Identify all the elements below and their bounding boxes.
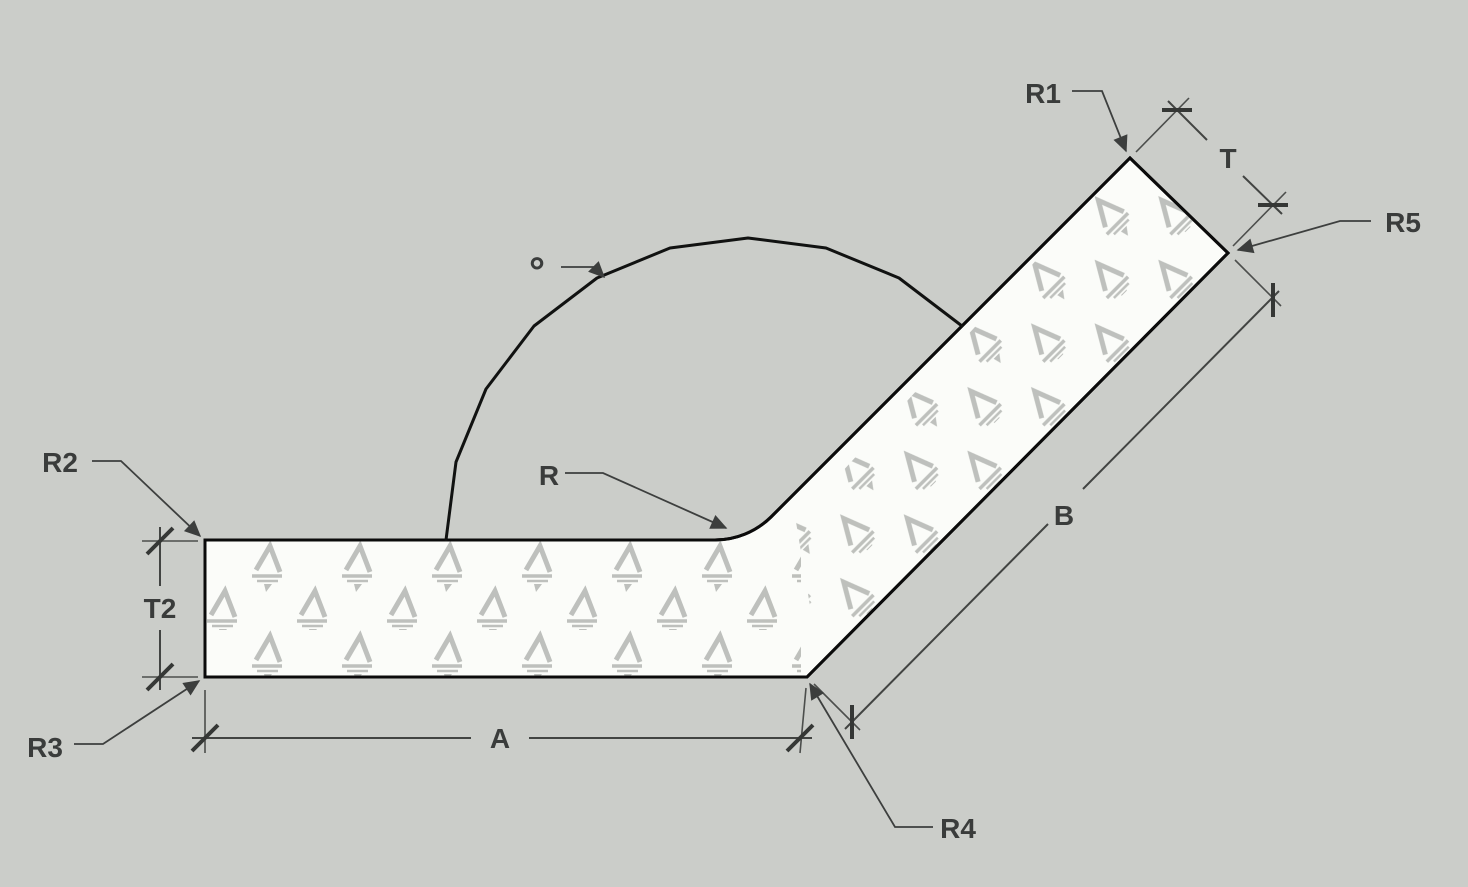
profile-outline	[203, 155, 1231, 679]
label-degree: °	[529, 250, 545, 294]
leader-r1	[1072, 90, 1128, 153]
dimension-T2: T2	[142, 526, 198, 692]
dim-b-line-top	[1082, 290, 1280, 490]
leader-degree	[561, 261, 606, 279]
dim-b-label: B	[1054, 500, 1074, 531]
dim-t2-tick-top	[145, 526, 175, 556]
angle-arc	[444, 236, 964, 542]
label-r4: R4	[940, 813, 976, 844]
leader-r2	[92, 460, 202, 538]
dim-t2-tick-bottom	[145, 662, 175, 692]
dimension-A: A	[190, 687, 815, 754]
label-r2: R2	[42, 447, 78, 478]
dim-t2-label: T2	[144, 593, 177, 624]
watermark-pattern	[205, 158, 1228, 677]
dim-a-tick-right	[785, 723, 815, 753]
label-r3: R3	[27, 732, 63, 763]
dim-a-label: A	[490, 723, 510, 754]
dim-t-label: T	[1219, 143, 1236, 174]
dim-t-line-top	[1167, 100, 1208, 141]
leader-r5	[1236, 220, 1371, 254]
leader-r3	[74, 680, 201, 745]
dimension-T: T	[1135, 97, 1288, 247]
leader-r4	[809, 682, 933, 828]
label-r1: R1	[1025, 78, 1061, 109]
dimension-B: B	[813, 259, 1282, 739]
label-r: R	[539, 460, 559, 491]
dim-t-extension-left	[1135, 97, 1190, 153]
leader-r	[565, 472, 728, 529]
dim-a-extension-right	[799, 687, 807, 754]
label-r5: R5	[1385, 207, 1421, 238]
leaders: R1 R5 R2 R3 R4 R °	[27, 78, 1421, 844]
dim-t-extension-right	[1232, 191, 1287, 247]
dim-b-line-bottom	[844, 523, 1049, 730]
dim-a-tick-left	[190, 723, 220, 753]
dim-t-line-bottom	[1242, 175, 1283, 215]
